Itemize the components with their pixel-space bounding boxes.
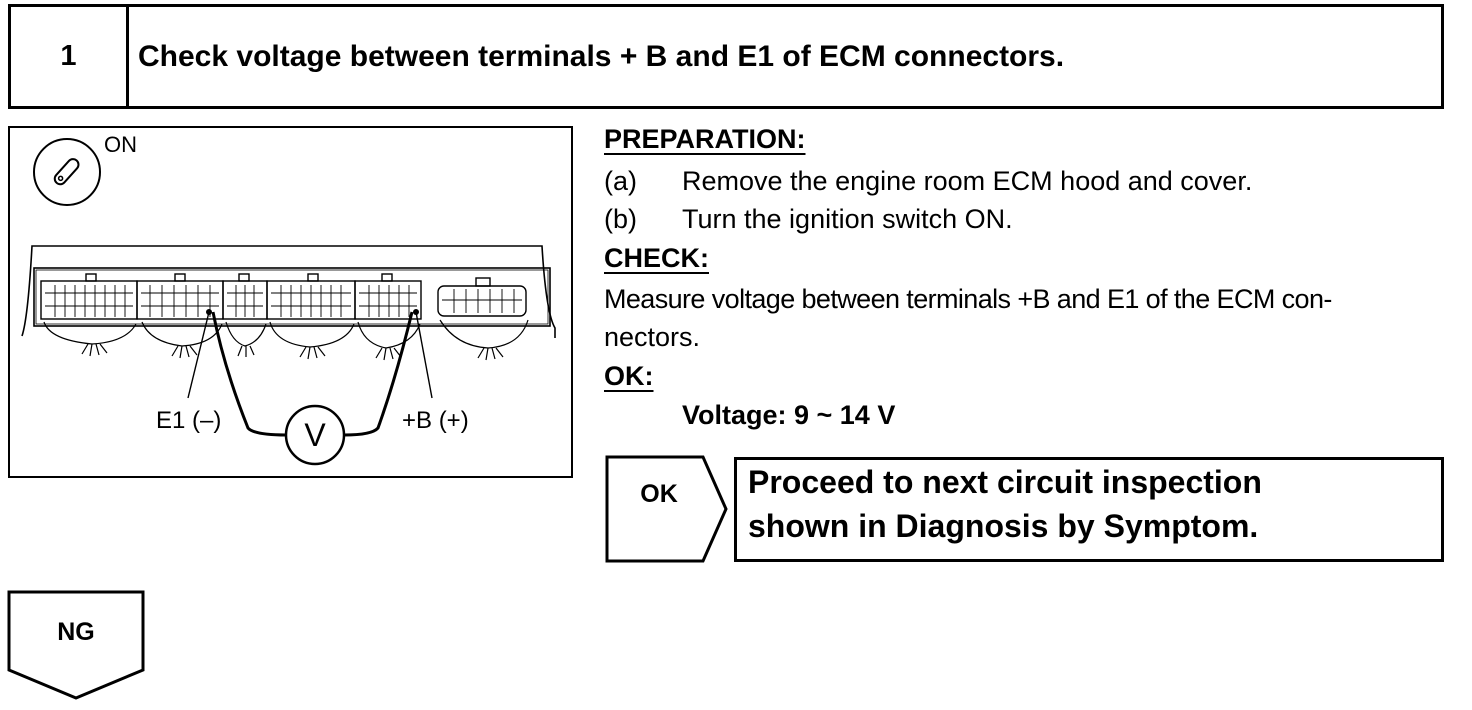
b-terminal-label: +B (+): [402, 407, 469, 434]
voltage-spec: Voltage: 9 ~ 14 V: [682, 400, 896, 430]
step-header: 1 Check voltage between terminals + B an…: [8, 4, 1444, 109]
ok-result-box: Proceed to next circuit inspection shown…: [734, 457, 1444, 562]
step-title: Check voltage between terminals + B and …: [138, 40, 1065, 73]
wire-harness: [43, 319, 529, 361]
check-heading: CHECK:: [604, 243, 709, 273]
prep-item-a-text: Remove the engine room ECM hood and cove…: [682, 166, 1253, 196]
ok-result-line2: shown in Diagnosis by Symptom.: [748, 508, 1259, 544]
negative-lead: [211, 311, 287, 437]
prep-item-b-marker: (b): [604, 204, 637, 234]
voltmeter-icon: [284, 404, 346, 466]
ng-result-label: NG: [57, 618, 95, 646]
ignition-key-icon: [33, 138, 101, 206]
step-divider: [126, 7, 129, 106]
check-text-line2: nectors.: [604, 322, 701, 352]
ecm-connectors: [40, 273, 527, 320]
ignition-on-label: ON: [104, 132, 137, 157]
step-number: 1: [60, 40, 77, 72]
connector-pin-grid: [45, 285, 522, 317]
prep-item-a-marker: (a): [604, 166, 637, 196]
ok-result-line1: Proceed to next circuit inspection: [748, 464, 1262, 500]
e1-terminal-label: E1 (–): [156, 407, 222, 434]
check-text-line1: Measure voltage between terminals +B and…: [604, 284, 1332, 314]
voltmeter-label: V: [304, 417, 326, 453]
ng-arrow-box: [7, 590, 145, 700]
ecm-housing: [21, 245, 556, 338]
ok-result-label: OK: [640, 480, 678, 508]
preparation-heading: PREPARATION:: [604, 124, 806, 154]
ok-heading: OK:: [604, 361, 654, 391]
connector-figure: ON E1 (–) +B (+) V: [8, 126, 573, 478]
positive-lead: [343, 311, 414, 437]
ecm-connector-diagram: [21, 138, 556, 466]
prep-item-b-text: Turn the ignition switch ON.: [682, 204, 1013, 234]
ok-arrow-box: [605, 455, 728, 563]
